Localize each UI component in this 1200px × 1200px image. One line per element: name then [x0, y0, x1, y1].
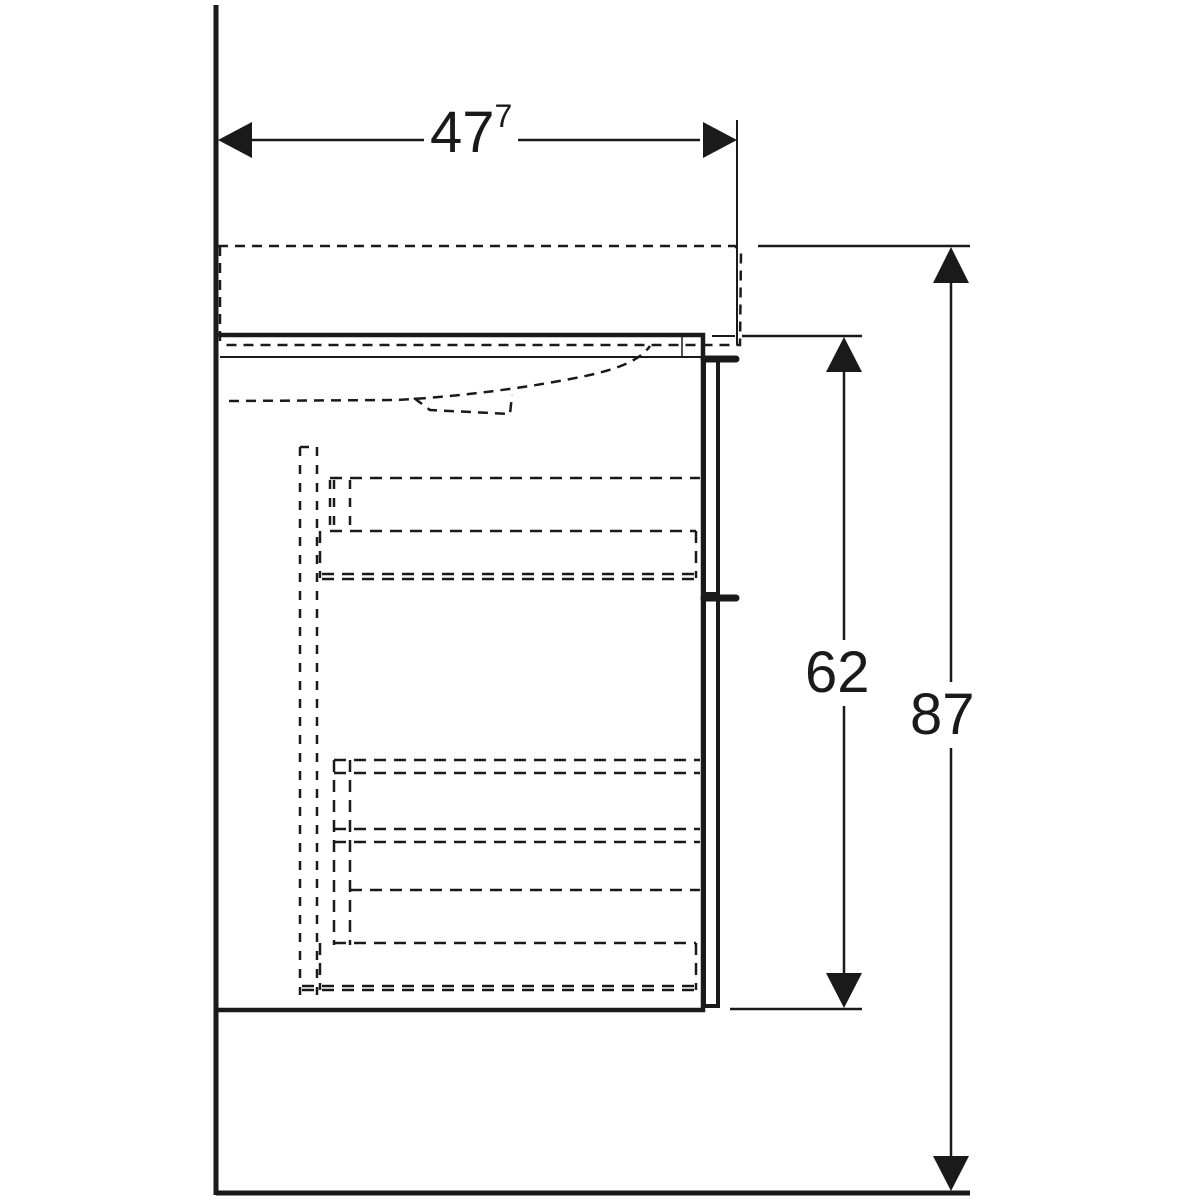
wall-and-floor: [213, 5, 970, 1196]
drawer-front-lower: [702, 596, 720, 1008]
depth-dimension-label: 477: [424, 100, 519, 162]
lower-drawer-outline: [302, 758, 700, 992]
side-rails: [298, 445, 352, 995]
drawer-front-upper: [702, 356, 720, 596]
upper-drawer-outline: [318, 476, 700, 581]
arrow-up-icon: [933, 247, 969, 283]
washbasin-outline: [218, 244, 743, 416]
arrow-down-icon: [933, 1156, 969, 1191]
arrow-down-icon: [826, 973, 862, 1008]
total-height-label: 87: [910, 682, 975, 748]
cabinet-height-label: 62: [805, 640, 870, 706]
depth-superscript: 7: [494, 98, 513, 134]
cabinet-body: [218, 332, 706, 1013]
arrow-left-icon: [218, 122, 252, 158]
arrow-up-icon: [826, 337, 862, 372]
depth-value: 47: [430, 100, 495, 165]
cabinet-outline: [218, 332, 706, 1013]
front-panel: [700, 355, 740, 1008]
arrow-right-icon: [703, 122, 737, 158]
